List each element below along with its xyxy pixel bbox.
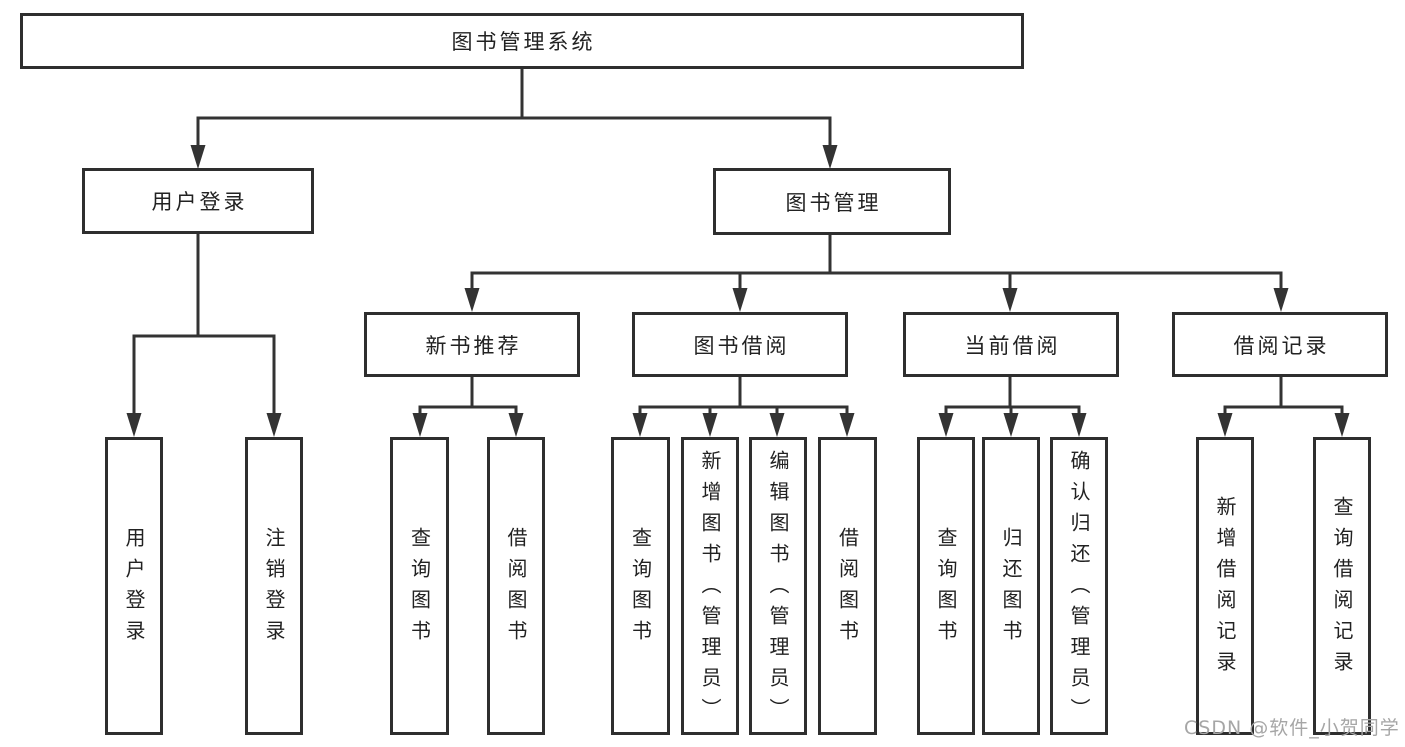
- node-book-management: 图书管理: [713, 168, 951, 235]
- leaf-current-query-books: 查询图书: [917, 437, 975, 735]
- csdn-watermark: CSDN @软件_小贺同学: [1184, 717, 1400, 739]
- leaf-confirm-return-admin: 确认归还（管理员）: [1050, 437, 1108, 735]
- leaf-user-login: 用户登录: [105, 437, 163, 735]
- node-borrowing-records: 借阅记录: [1172, 312, 1388, 377]
- leaf-borrowing-query-books: 查询图书: [611, 437, 670, 735]
- node-library-management-system: 图书管理系统: [20, 13, 1024, 69]
- leaf-logout: 注销登录: [245, 437, 303, 735]
- leaf-borrowing-borrow-books: 借阅图书: [818, 437, 877, 735]
- node-user-login: 用户登录: [82, 168, 314, 234]
- node-current-borrowing: 当前借阅: [903, 312, 1119, 377]
- node-new-book-recommendation: 新书推荐: [364, 312, 580, 377]
- leaf-recommend-borrow-books: 借阅图书: [487, 437, 545, 735]
- leaf-return-books: 归还图书: [982, 437, 1040, 735]
- leaf-recommend-query-books: 查询图书: [390, 437, 449, 735]
- node-book-borrowing: 图书借阅: [632, 312, 848, 377]
- leaf-add-books-admin: 新增图书（管理员）: [681, 437, 739, 735]
- leaf-add-borrow-record: 新增借阅记录: [1196, 437, 1254, 735]
- leaf-query-borrow-record: 查询借阅记录: [1313, 437, 1371, 735]
- leaf-edit-books-admin: 编辑图书（管理员）: [749, 437, 807, 735]
